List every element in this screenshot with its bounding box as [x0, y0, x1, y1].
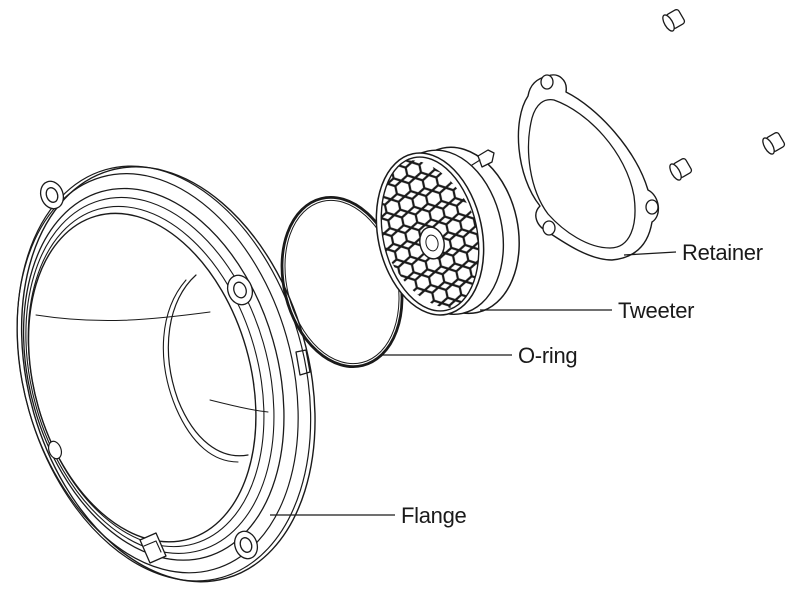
screws	[662, 9, 786, 181]
tweeter	[375, 146, 520, 316]
flange-mounting-holes	[39, 180, 259, 560]
callout-oring: O-ring	[382, 343, 578, 368]
label-tweeter: Tweeter	[618, 298, 694, 323]
label-flange: Flange	[401, 503, 467, 528]
callout-tweeter: Tweeter	[480, 298, 694, 323]
label-retainer: Retainer	[682, 240, 763, 265]
callout-flange: Flange	[270, 503, 467, 528]
screw-icon	[662, 9, 686, 32]
flange	[16, 165, 316, 583]
screw-icon	[762, 132, 786, 155]
label-oring: O-ring	[518, 343, 577, 368]
retainer-holes	[540, 74, 659, 236]
screw-icon	[669, 158, 693, 181]
callout-retainer: Retainer	[623, 240, 763, 265]
retainer	[517, 74, 659, 261]
